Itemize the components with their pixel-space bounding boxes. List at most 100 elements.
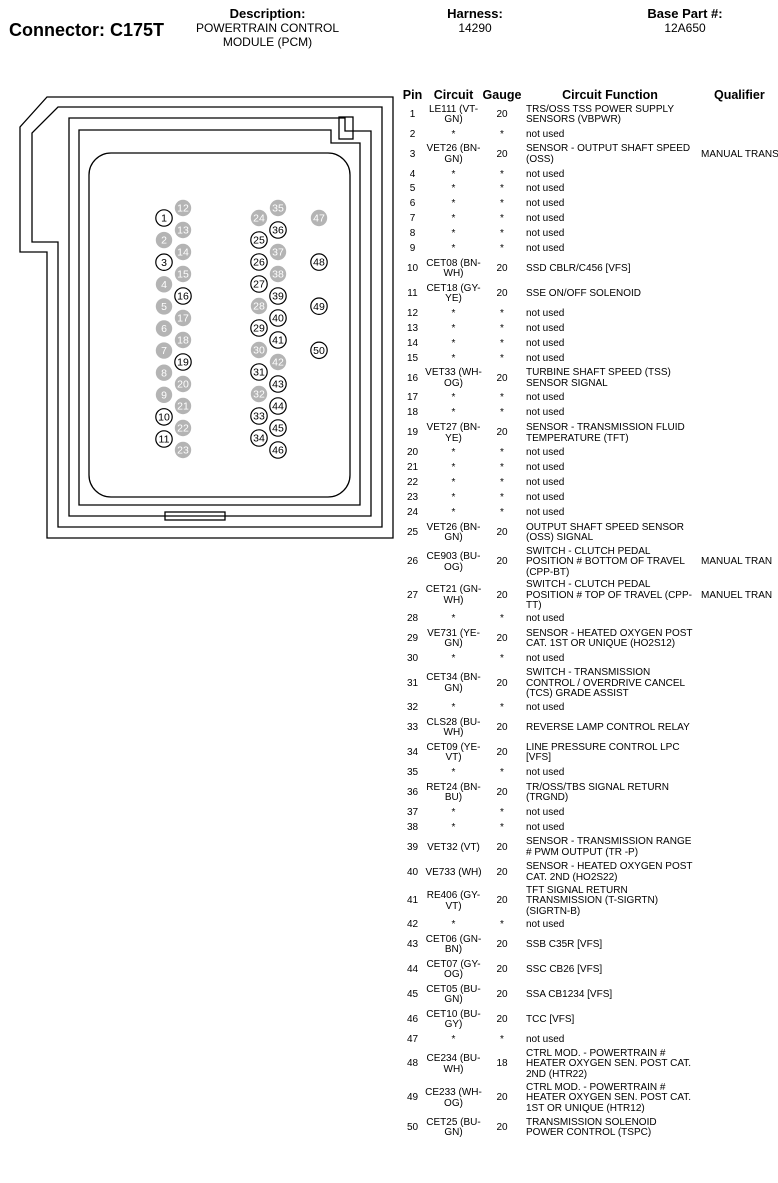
gauge-cell: 20 [496,786,508,798]
circuit-cell: CET34 (BN-GN) [426,672,481,694]
function-cell: not used [526,183,565,195]
gauge-cell: * [500,702,504,713]
function-cell: not used [526,322,565,334]
gauge-cell: 20 [496,1092,508,1104]
pin-circle [174,287,192,305]
harness-label: Harness: [447,6,503,21]
function-cell: SWITCH - CLUTCH PEDAL POSITION # BOTTOM … [526,545,685,578]
qualifier-cell: MANUEL TRAN [701,589,773,601]
pin-circle [155,231,173,249]
pin-cell: 14 [406,337,419,349]
qualifier-cell [698,351,778,366]
gauge-cell: 20 [496,633,508,645]
pin-cell: 42 [406,919,419,931]
qualifier-cell [698,197,778,212]
qualifier-cell [698,740,778,765]
circuit-cell: * [451,337,456,349]
gauge-cell: 20 [496,589,508,601]
column-header: Circuit Function [562,88,658,102]
connector-pin: 10 [155,408,173,426]
connector-pin: 39 [269,287,287,305]
qualifier-cell: MANUAL TRANSMISSION [701,148,778,160]
gauge-cell: 20 [496,427,508,439]
connector-pin: 28 [250,297,268,315]
connector-face-diagram: 1234567891011121314151617181920212223242… [19,96,394,539]
pin-cell: 38 [406,821,419,833]
pin-number: 31 [253,367,265,379]
connector-pin: 9 [155,386,173,403]
gauge-cell: * [500,322,504,334]
pin-circle [174,375,192,393]
pin-cell: 28 [406,613,419,625]
pin-circle [174,309,192,327]
pin-circle [174,221,192,239]
connector-pin: 30 [250,341,268,359]
circuit-cell: * [451,447,456,459]
function-cell: not used [526,407,565,419]
function-cell: not used [526,506,565,518]
qualifier-cell [698,885,778,918]
pin-cell: 2 [409,128,416,140]
qualifier-cell [698,281,778,306]
circuit-cell: CE903 (BU-OG) [426,551,481,573]
pin-circle [155,408,173,426]
pin-number: 46 [272,445,284,457]
pin-circle [269,287,287,305]
circuit-cell: * [451,766,456,778]
pin-circle [269,353,287,371]
circuit-cell: * [451,462,456,474]
function-cell: not used [526,653,565,665]
qualifier-cell [698,321,778,336]
pin-circle [250,275,268,293]
qualifier-cell [698,475,778,490]
pin-number: 10 [158,412,170,424]
qualifier-cell [698,651,778,666]
pin-circle [269,419,287,437]
gauge-cell: * [500,213,504,225]
connector-pin: 26 [250,253,268,271]
pin-circle [174,243,192,261]
qualifier-cell [698,421,778,446]
pin-cell: 9 [409,243,416,255]
qualifier-cell [698,1081,778,1115]
gauge-cell: 20 [496,287,508,299]
qualifier-cell [698,715,778,740]
pin-cell: 34 [406,746,419,758]
table-row: 47**not used [400,1032,778,1047]
gauge-cell: 20 [496,939,508,951]
function-cell: TFT SIGNAL RETURN TRANSMISSION (T-SIGRTN… [526,884,659,917]
circuit-cell: * [451,392,456,404]
pin-circle [250,253,268,271]
table-row: 7**not used [400,212,778,227]
function-cell: SWITCH - CLUTCH PEDAL POSITION # TOP OF … [526,579,692,612]
gauge-cell: 20 [496,372,508,384]
pin-number: 20 [177,379,189,391]
pin-circle [250,407,268,425]
function-cell: not used [526,491,565,503]
circuit-cell: VET26 (BN-GN) [426,521,481,544]
pin-number: 14 [177,247,189,259]
pin-circle [174,397,192,415]
circuit-cell: CET07 (GY-OG) [426,958,481,981]
connector-pin: 48 [310,253,328,271]
connector-pin: 22 [174,419,192,437]
pin-number: 4 [161,279,167,291]
pin-circle [269,375,287,393]
pin-cell: 33 [406,721,419,733]
gauge-cell: * [500,128,504,140]
qualifier-cell [698,306,778,321]
qualifier-cell [698,1047,778,1081]
base-part-value: 12A650 [664,21,706,35]
function-cell: SENSOR - TRANSMISSION FLUID TEMPERATURE … [526,422,685,444]
table-row: 4**not used [400,167,778,182]
pin-circle [269,441,287,459]
pin-number: 41 [272,335,284,347]
pin-layout: 1234567891011121314151617181920212223242… [155,199,328,459]
pin-circle [174,441,192,459]
function-cell: not used [526,447,565,459]
pin-circle [310,341,328,360]
table-row: 2**not used [400,127,778,142]
pin-cell: 45 [406,989,419,1001]
